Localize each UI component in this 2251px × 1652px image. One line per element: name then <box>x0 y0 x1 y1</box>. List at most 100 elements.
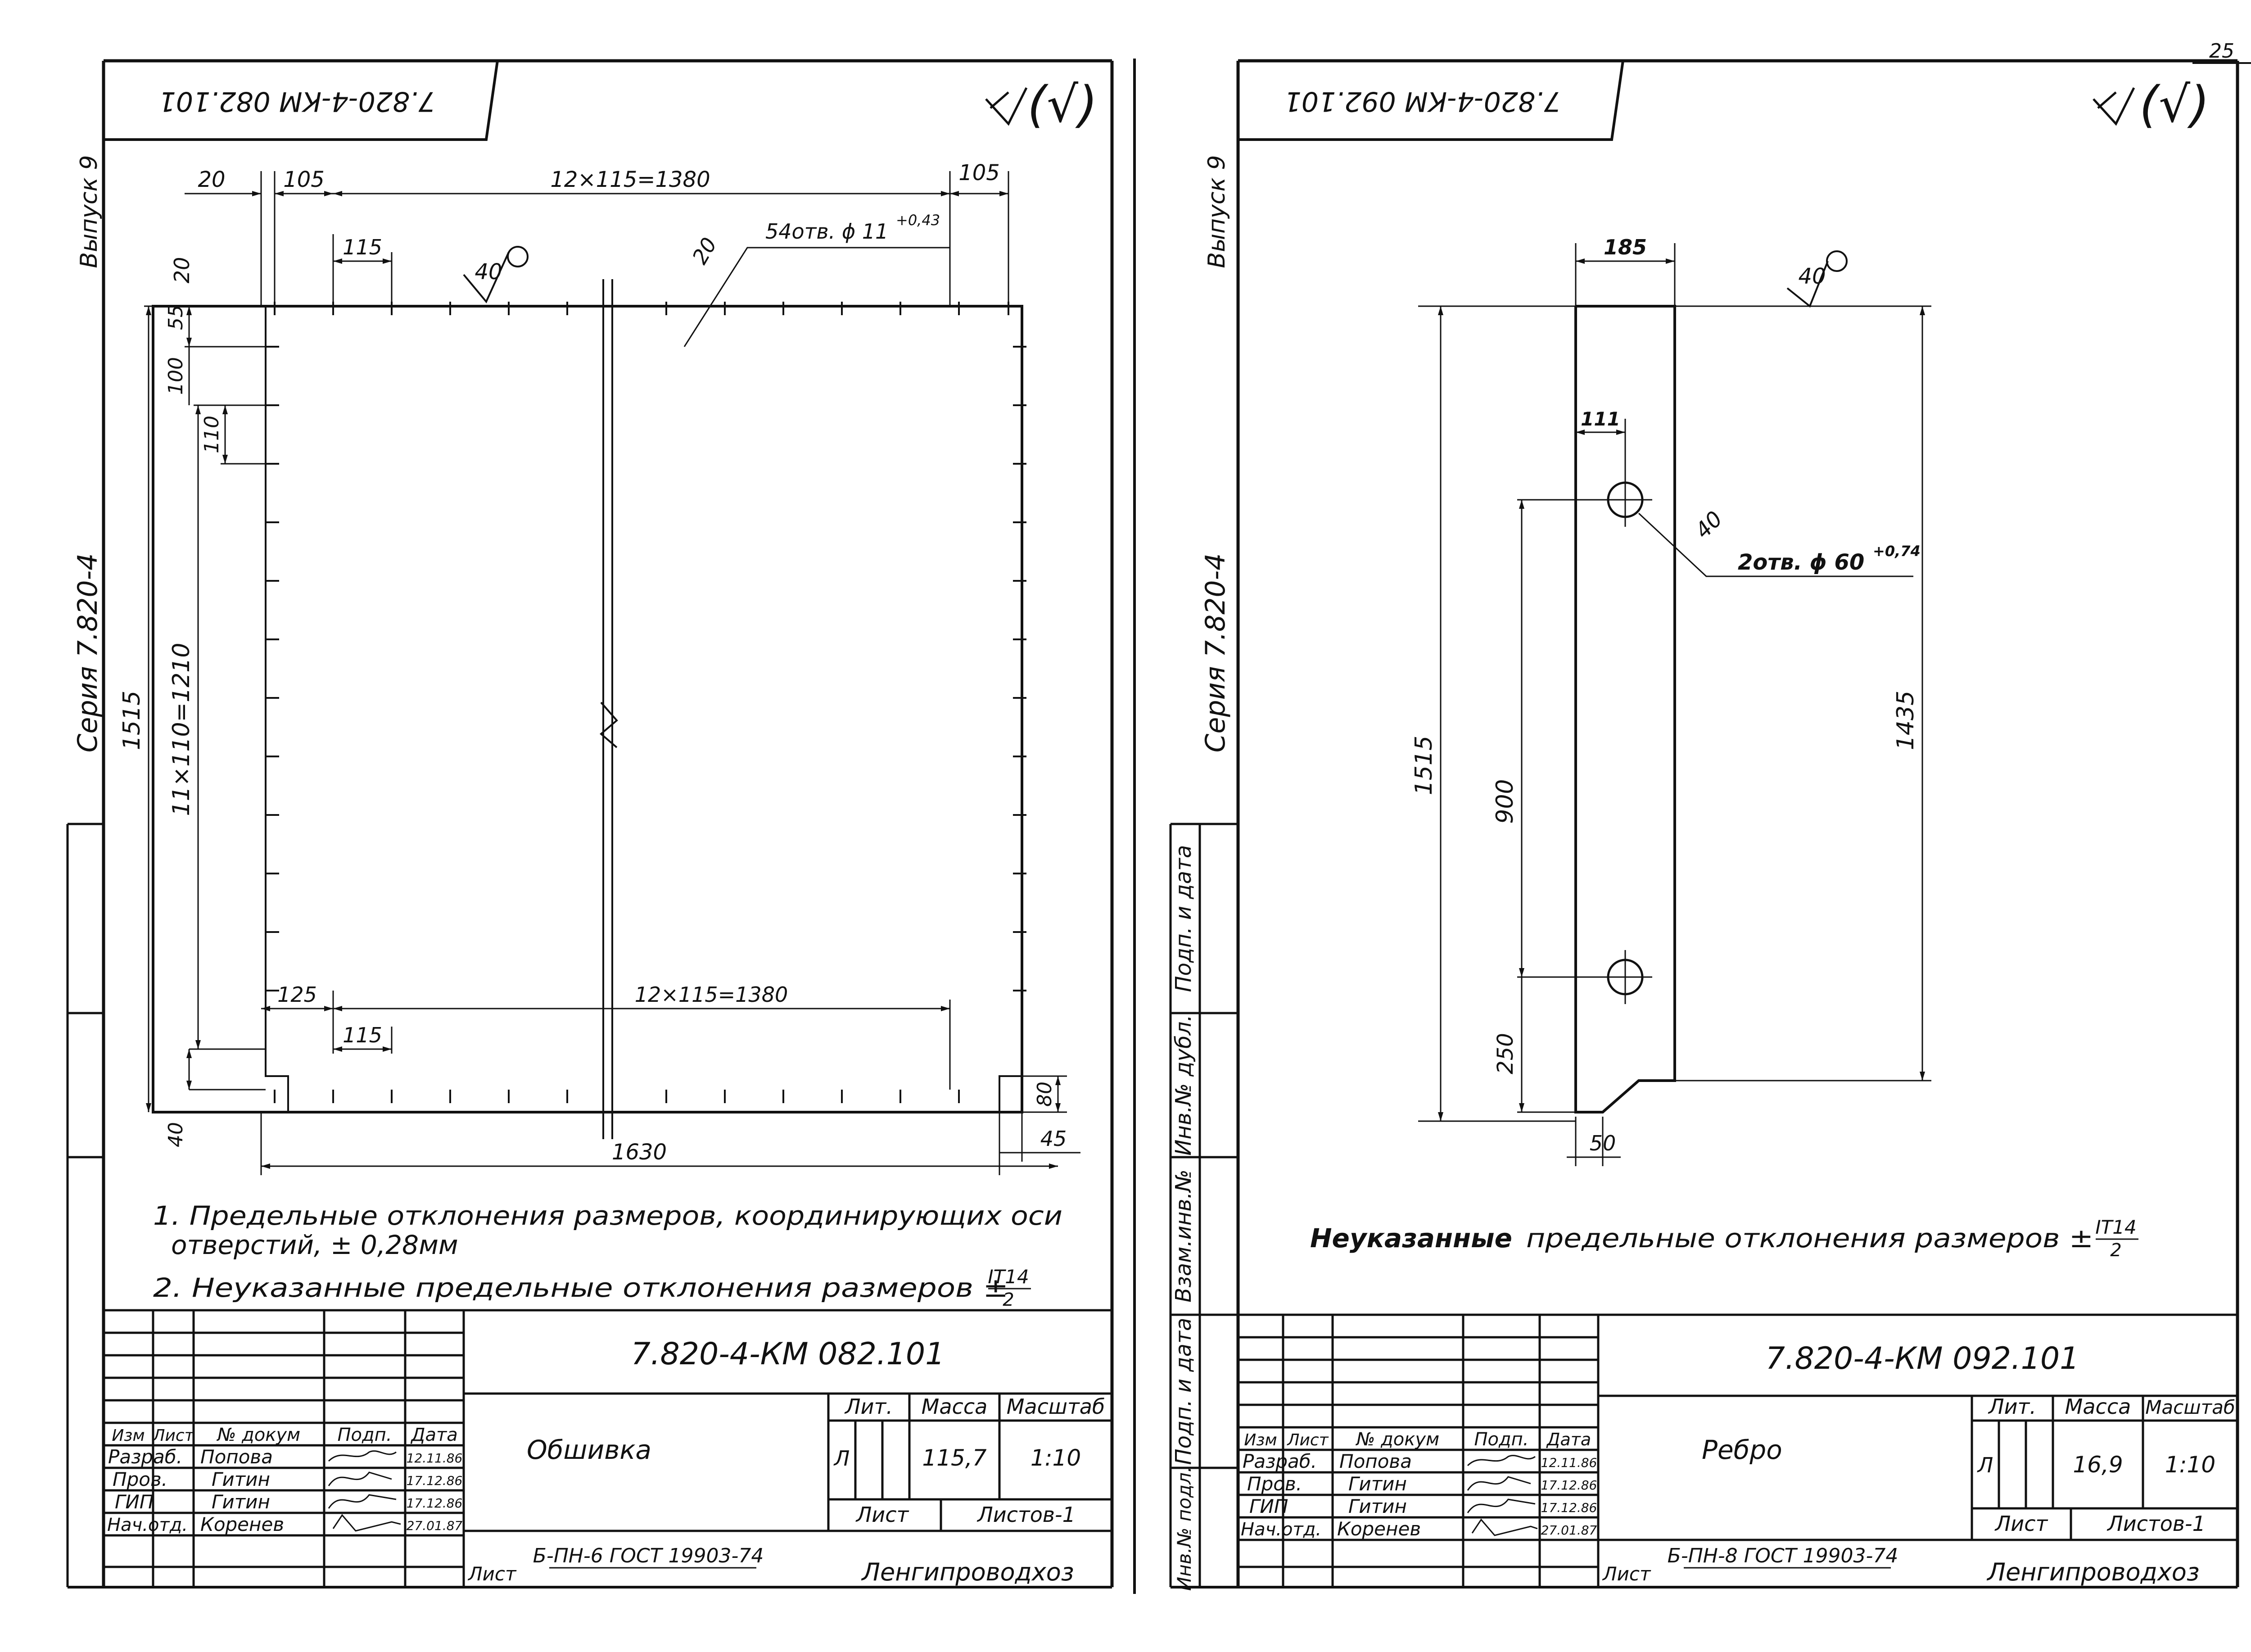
tb-scale-label: Масштаб <box>1007 1394 1105 1419</box>
dim-1515: 1515 <box>1410 736 1437 795</box>
r-tb-r2-role: Пров. <box>1247 1473 1302 1495</box>
note-1-line-1: 1. Предельные отклонения размеров, коорд… <box>153 1200 1062 1231</box>
r-tb-h-doc: № докум <box>1356 1429 1439 1450</box>
r-tb-r2-name: Гитин <box>1348 1473 1407 1495</box>
r-tb-r3-role: ГИП <box>1249 1495 1288 1517</box>
r-tb-name: Ребро <box>1702 1435 1782 1465</box>
tb-h-izm: Изм <box>112 1426 145 1445</box>
dim-bottom-span: 12×115=1380 <box>635 982 788 1007</box>
tb-r3-date: 17.12.86 <box>407 1496 463 1511</box>
dim-left-100: 100 <box>164 357 187 395</box>
dim-left-1515: 1515 <box>118 691 145 750</box>
rough-40-top: 40 <box>1798 264 1826 289</box>
tb-mass-value: 115,7 <box>922 1445 986 1471</box>
r-signature-1 <box>1467 1455 1536 1466</box>
r-margin-cell-4: Подп. и дата <box>1171 1318 1196 1465</box>
r-note-label: Неуказанные <box>1310 1223 1512 1254</box>
tb-sheet-label: Лист <box>855 1503 909 1527</box>
r-tb-h-sign: Подп. <box>1474 1429 1528 1450</box>
r-tb-mass-value: 16,9 <box>2073 1452 2123 1478</box>
tb-h-list: Лист <box>152 1426 194 1445</box>
tb-scale-value: 1:10 <box>1031 1445 1081 1471</box>
r-margin-cell-2: Инв.№ дубл. <box>1171 1014 1196 1155</box>
dim-250: 250 <box>1493 1033 1518 1074</box>
r-tb-r4-name: Коренев <box>1337 1518 1421 1540</box>
signature-4 <box>332 1514 401 1532</box>
r-tb-designation: 7.820-4-КМ 092.101 <box>1766 1341 2079 1376</box>
dim-left-span: 11×110=1210 <box>168 643 195 816</box>
r-holes-tolerance: +0,74 <box>1873 543 1921 560</box>
dim-900: 900 <box>1492 779 1519 824</box>
dim-left-40: 40 <box>164 1122 187 1147</box>
r-tb-lit-value: Л <box>1977 1453 1993 1477</box>
dim-right-80: 80 <box>1033 1082 1056 1107</box>
r-note-rest: предельные отклонения размеров ± <box>1526 1223 2093 1254</box>
dim-top-105-right: 105 <box>958 160 1000 186</box>
roughness-sign: (√) <box>1027 76 1098 133</box>
left-sheet: Выпуск 9 Серия 7.820-4 7.820-4-КМ 082.10… <box>66 59 1114 1589</box>
tb-material-prefix: Лист <box>467 1563 517 1585</box>
r-tb-sheets-label: Листов-1 <box>2106 1512 2206 1536</box>
tb-r2-role: Пров. <box>113 1468 167 1490</box>
signature-2 <box>328 1471 392 1486</box>
note-1-line-2: отверстий, ± 0,28мм <box>171 1230 458 1260</box>
r-tb-material: Б-ПН-8 ГОСТ 19903-74 <box>1668 1544 1898 1567</box>
r-margin-cell-5: Инв.№ подл. <box>1173 1466 1195 1591</box>
r-tb-r3-date: 17.12.86 <box>1541 1500 1597 1515</box>
tb-r1-name: Попова <box>200 1446 273 1468</box>
r-tb-h-date: Дата <box>1546 1430 1591 1449</box>
r-tb-r4-role: Нач.отд. <box>1241 1519 1321 1540</box>
signature-1 <box>328 1450 397 1462</box>
dim-bottom-115: 115 <box>343 1023 382 1047</box>
r-tb-h-izm: Изм <box>1244 1431 1277 1449</box>
r-tb-scale-value: 1:10 <box>2165 1452 2215 1478</box>
tb-r1-date: 12.11.86 <box>407 1451 463 1466</box>
r-tb-r3-name: Гитин <box>1348 1495 1407 1517</box>
note-2: 2. Неуказанные предельные отклонения раз… <box>153 1272 1008 1303</box>
right-sheet: Выпуск 9 Серия 7.820-4 Подп. и дата Инв.… <box>1169 59 2239 1591</box>
r-stamp-code-mirrored: 7.820-4-КМ 092.101 <box>1284 86 1561 117</box>
tb-name: Обшивка <box>527 1435 651 1465</box>
r-roughness-sign: (√) <box>2139 76 2210 133</box>
tb-r3-name: Гитин <box>212 1491 270 1513</box>
r-tb-mass-label: Масса <box>2065 1394 2131 1419</box>
angle-20: 20 <box>687 233 722 268</box>
r-tb-org: Ленгипроводхоз <box>1986 1558 2199 1586</box>
r-signature-4 <box>1471 1518 1538 1536</box>
r-tb-r1-role: Разраб. <box>1243 1450 1317 1472</box>
r-tb-h-list: Лист <box>1286 1431 1329 1449</box>
dim-top-20: 20 <box>198 167 225 192</box>
dim-111: 111 <box>1581 408 1620 430</box>
r-tb-r2-date: 17.12.86 <box>1541 1478 1597 1493</box>
tb-sheets-label: Листов-1 <box>976 1503 1076 1527</box>
margin-issue: Выпуск 9 <box>76 155 103 268</box>
tb-designation: 7.820-4-КМ 082.101 <box>631 1336 945 1372</box>
tb-h-date: Дата <box>410 1425 458 1445</box>
dim-bottom-125: 125 <box>277 982 317 1007</box>
dim-left-55: 55 <box>164 305 187 330</box>
note-2-tolerance-den: 2 <box>1003 1290 1014 1310</box>
tb-lit-value: Л <box>833 1446 850 1471</box>
tb-r4-name: Коренев <box>200 1513 284 1535</box>
r-holes-callout: 2отв. ϕ 60 <box>1738 550 1864 575</box>
dim-left-110: 110 <box>200 416 223 453</box>
dim-left-20: 20 <box>170 257 194 284</box>
tb-lit-label: Лит. <box>844 1394 893 1419</box>
r-signature-3 <box>1467 1498 1536 1513</box>
tb-r4-role: Нач.отд. <box>107 1515 188 1535</box>
tb-r2-name: Гитин <box>212 1468 270 1490</box>
r-tb-material-prefix: Лист <box>1602 1563 1651 1585</box>
tb-material: Б-ПН-6 ГОСТ 19903-74 <box>533 1544 764 1567</box>
r-tb-sheet-label: Лист <box>1994 1512 2048 1536</box>
r-margin-series: Серия 7.820-4 <box>1200 553 1231 753</box>
r-note-tolerance: IT14 <box>2095 1216 2137 1238</box>
holes-callout: 54отв. ϕ 11 <box>765 219 888 244</box>
dim-50: 50 <box>1590 1131 1616 1155</box>
r-tb-scale-label: Масштаб <box>2145 1396 2235 1418</box>
tb-h-doc: № докум <box>217 1425 300 1445</box>
r-margin-issue: Выпуск 9 <box>1203 155 1230 268</box>
tb-r2-date: 17.12.86 <box>407 1473 463 1488</box>
dim-right-45: 45 <box>1040 1127 1067 1151</box>
rough-40: 40 <box>475 259 502 285</box>
